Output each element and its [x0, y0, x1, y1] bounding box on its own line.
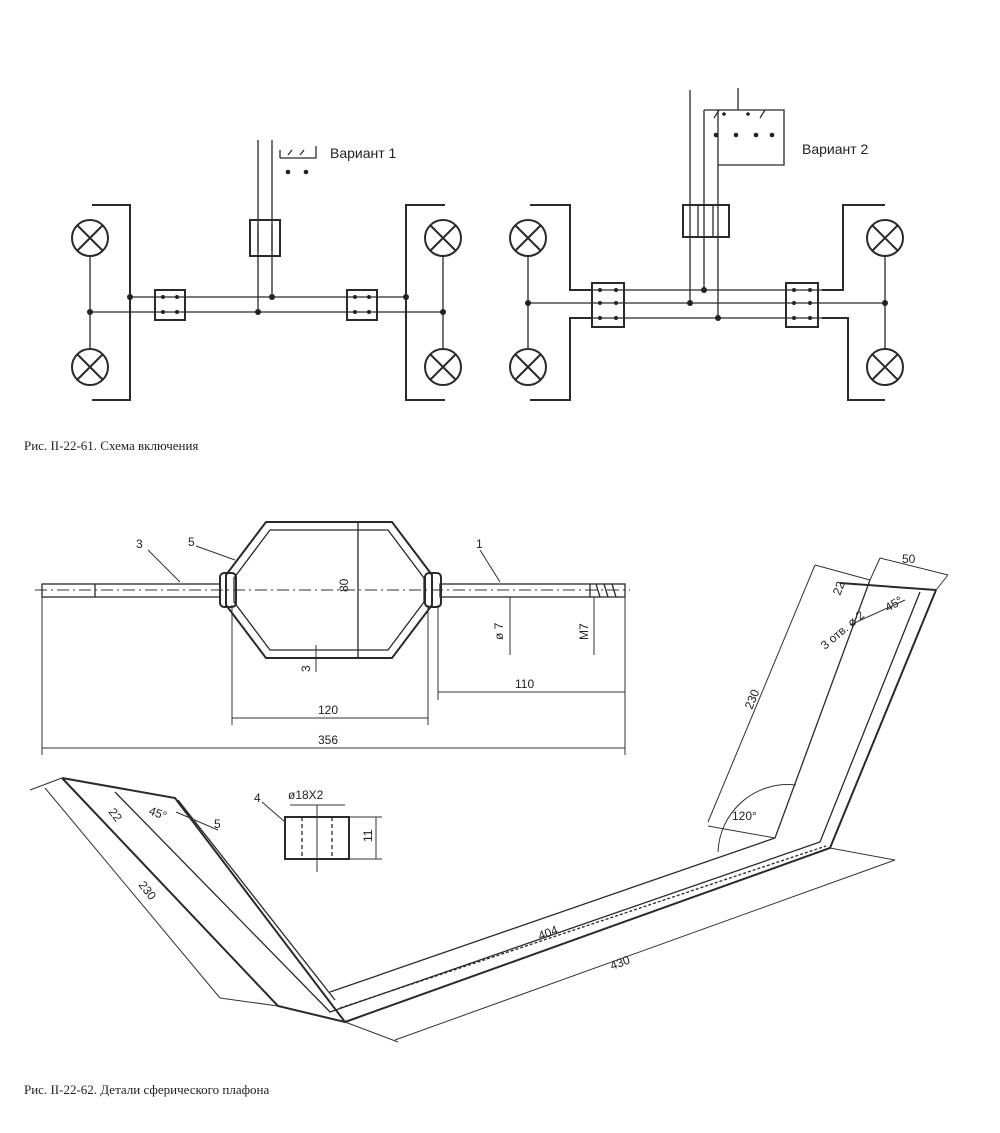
lamp-icon [509, 348, 547, 386]
figure-61-caption: Рис. II-22-61. Схема включения [24, 438, 199, 453]
variant-2-label: Вариант 2 [802, 141, 869, 157]
terminal-block [591, 282, 625, 328]
dim-110: 110 [515, 677, 534, 691]
lamp-icon [424, 348, 462, 386]
dim-left-width: 22 [106, 805, 125, 824]
bent-strip-part: 230 22 45° 5 430 404 230 120° 50 22 3 от… [29, 552, 949, 1043]
lamp-icon [424, 219, 462, 257]
dim-356: 356 [318, 733, 338, 747]
lamp-icon [866, 219, 904, 257]
part-number-5-strip: 5 [214, 817, 221, 831]
figure-62-caption: Рис. II-22-62. Детали сферического плафо… [24, 1082, 270, 1097]
nut-right [424, 572, 442, 608]
dim-left-angle: 45° [147, 804, 169, 823]
dim-holes: 3 отв. ø 2 [818, 608, 867, 653]
dim-width-50: 50 [902, 552, 916, 566]
dim-width-22: 22 [830, 579, 848, 597]
nut-left [219, 572, 237, 608]
dim-diameter-7: ø 7 [492, 622, 506, 640]
dim-120: 120 [318, 703, 338, 717]
lamp-icon [866, 348, 904, 386]
strip-outer-edge [61, 589, 937, 1024]
variant-1-label: Вариант 1 [330, 145, 397, 161]
dim-inner-length: 404 [536, 923, 560, 943]
socket-symbol [279, 146, 317, 159]
right-lamp-bracket [822, 204, 885, 291]
part-number-4: 4 [254, 791, 261, 805]
dim-bushing-diameter: ø18Х2 [288, 788, 324, 802]
right-lamp-bracket [405, 204, 445, 401]
dim-right-length: 230 [742, 687, 763, 711]
dim-3: 3 [299, 665, 313, 672]
left-lamp-bracket [530, 204, 592, 291]
dim-angle-45: 45° [883, 593, 906, 614]
part-number-1: 1 [476, 537, 483, 551]
part-number-3: 3 [136, 537, 143, 551]
terminal-block [346, 289, 378, 321]
socket-symbol [704, 109, 785, 166]
bushing-part: ø18Х2 11 4 [254, 788, 382, 872]
switch-block [249, 219, 281, 257]
dim-m7: M7 [577, 623, 591, 640]
dim-left-length: 230 [136, 878, 160, 903]
rod-assembly: 3 5 1 80 3 ø 7 M7 120 110 356 [35, 521, 630, 755]
lamp-icon [71, 219, 109, 257]
left-lamp-bracket [92, 204, 131, 401]
dim-80: 80 [337, 578, 351, 592]
dim-outer-length: 430 [608, 953, 632, 973]
lamp-icon [71, 348, 109, 386]
terminal-block [785, 282, 819, 328]
variant-2-diagram: Вариант 2 [509, 88, 904, 401]
switch-block [682, 204, 730, 238]
variant-1-diagram: Вариант 1 [71, 140, 462, 401]
lamp-icon [509, 219, 547, 257]
terminal-block [154, 289, 186, 321]
dim-angle-120: 120° [732, 809, 757, 823]
dim-bushing-height: 11 [361, 829, 375, 842]
octagon-frame [225, 521, 433, 659]
part-number-5: 5 [188, 535, 195, 549]
